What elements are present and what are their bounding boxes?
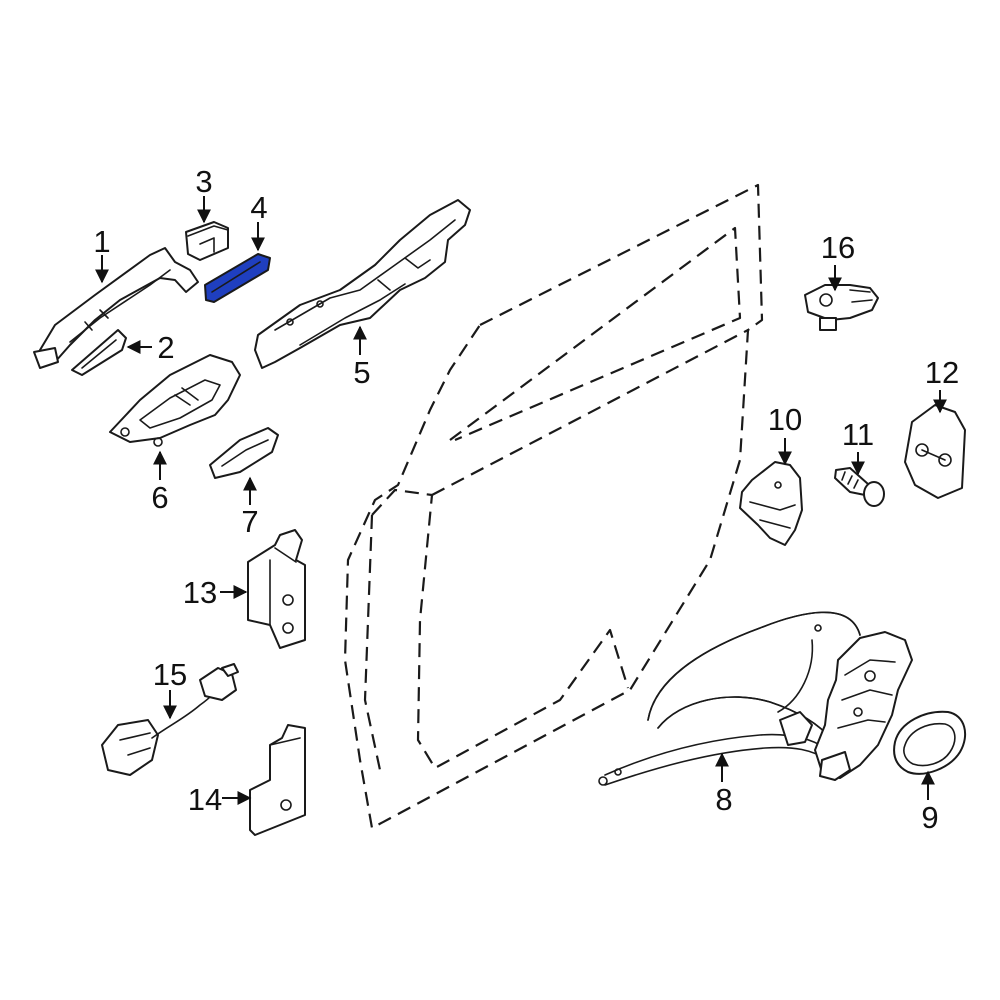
callout-6: 6 (151, 480, 168, 515)
part-1-outside-handle[interactable] (33, 247, 199, 369)
part-2-handle-cover[interactable] (71, 329, 127, 376)
callout-1: 1 (93, 224, 110, 259)
part-12-striker[interactable] (904, 404, 966, 499)
callout-2: 2 (157, 330, 174, 365)
part-5-handle-bracket[interactable] (254, 199, 471, 369)
callout-10: 10 (768, 402, 802, 437)
part-8-latch-assembly[interactable] (598, 611, 913, 786)
callout-5: 5 (353, 355, 370, 390)
callout-12: 12 (925, 355, 959, 390)
callout-9: 9 (921, 800, 938, 835)
part-3-key-cylinder[interactable] (185, 221, 229, 261)
callout-8: 8 (715, 782, 732, 817)
part-6-inside-handle[interactable] (109, 354, 241, 447)
callout-15: 15 (153, 657, 187, 692)
part-11-bolt[interactable] (834, 467, 885, 507)
callout-11: 11 (842, 417, 874, 452)
part-15-cable-connector[interactable] (101, 663, 239, 776)
callout-3: 3 (195, 164, 212, 199)
door-outline (343, 183, 764, 830)
callout-13: 13 (183, 575, 217, 610)
part-4-gasket-highlighted[interactable] (204, 253, 271, 303)
part-14-plate[interactable] (249, 724, 306, 836)
callout-labels: 1 2 3 4 5 6 7 13 15 14 8 9 10 11 12 16 (93, 164, 959, 835)
callout-7: 7 (241, 504, 258, 539)
part-7-bezel[interactable] (209, 427, 279, 479)
part-16-door-switch[interactable] (804, 284, 879, 331)
callout-14: 14 (188, 782, 222, 817)
callout-4: 4 (250, 190, 267, 225)
part-13-bracket[interactable] (247, 529, 306, 649)
leader-arrows (95, 196, 947, 805)
callout-16: 16 (821, 230, 855, 265)
part-10-bracket[interactable] (739, 461, 803, 546)
part-9-grommet[interactable] (893, 710, 967, 775)
